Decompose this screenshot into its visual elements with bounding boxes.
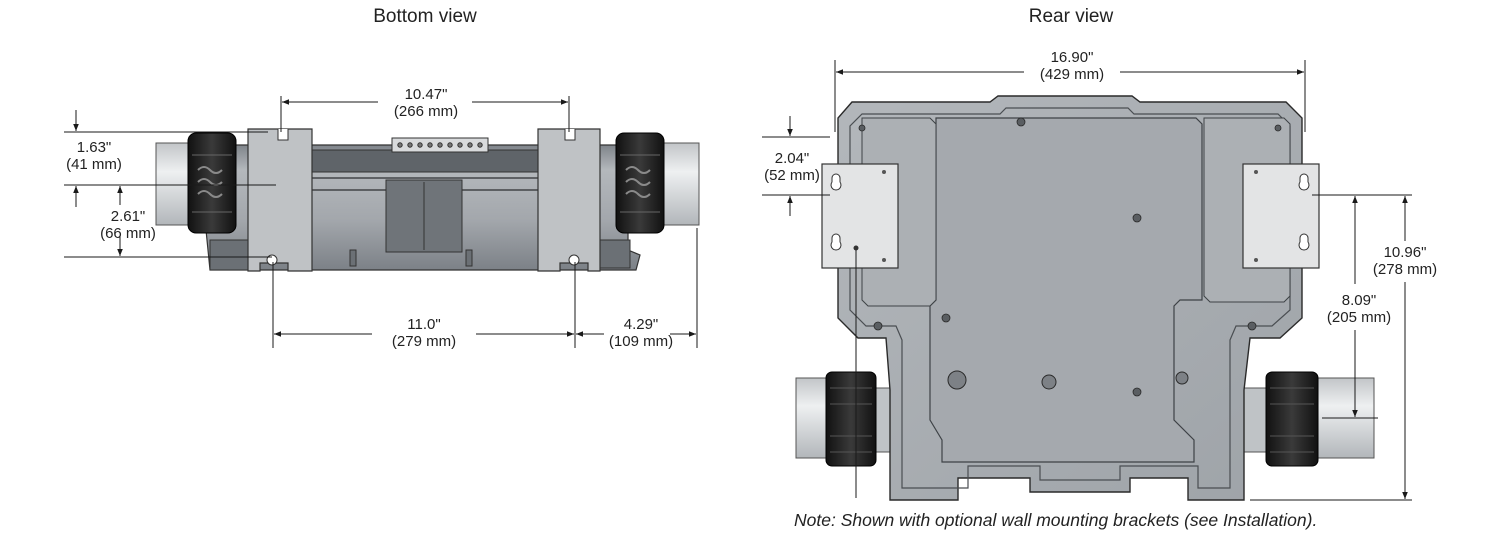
dim-rear-width: 16.90" (429 mm) [1014, 49, 1130, 83]
bottom-dimension-lines [64, 96, 698, 348]
dim-inches: 16.90" [1050, 49, 1094, 66]
body-top-rail [311, 149, 543, 173]
bottom-view [64, 96, 700, 348]
dim-mm: (429 mm) [1039, 66, 1105, 83]
right-mount-plate [537, 128, 601, 272]
dim-inches: 4.29" [623, 316, 659, 333]
bottom-view-title: Bottom view [373, 6, 477, 27]
rear-dimension-lines [762, 60, 1412, 501]
dim-mm: (66 mm) [100, 225, 156, 242]
dim-inches: 2.04" [774, 150, 810, 167]
dim-inches: 2.61" [110, 208, 146, 225]
dim-inches: 8.09" [1341, 292, 1377, 309]
dim-rear-bracket: 2.04" (52 mm) [752, 150, 832, 184]
dim-mm: (41 mm) [66, 156, 122, 173]
dim-bottom-height-b: 2.61" (66 mm) [80, 208, 176, 242]
dim-inches: 1.63" [76, 139, 112, 156]
rear-view [762, 60, 1412, 501]
dim-rear-height-pipe: 8.09" (205 mm) [1310, 292, 1408, 326]
dim-bottom-height-a: 1.63" (41 mm) [48, 139, 140, 173]
dim-mm: (205 mm) [1326, 309, 1392, 326]
rear-right-union [1265, 371, 1319, 467]
left-mount-plate [247, 128, 313, 272]
dim-mm: (278 mm) [1372, 261, 1438, 278]
footnote: Note: Shown with optional wall mounting … [794, 510, 1318, 530]
dim-rear-height-total: 10.96" (278 mm) [1356, 244, 1454, 278]
dim-inches: 11.0" [407, 316, 441, 333]
rear-left-union [825, 371, 877, 467]
rear-view-title: Rear view [1028, 6, 1114, 27]
dim-inches: 10.47" [404, 86, 448, 103]
dim-mm: (279 mm) [391, 333, 457, 350]
dim-mm: (52 mm) [764, 167, 820, 184]
dim-bottom-offset: 4.29" (109 mm) [596, 316, 686, 350]
dim-mm: (109 mm) [608, 333, 674, 350]
dim-bottom-width-bottom: 11.0" (279 mm) [366, 316, 482, 350]
dim-bottom-width-top: 10.47" (266 mm) [368, 86, 484, 120]
dim-inches: 10.96" [1383, 244, 1427, 261]
dim-mm: (266 mm) [393, 103, 459, 120]
